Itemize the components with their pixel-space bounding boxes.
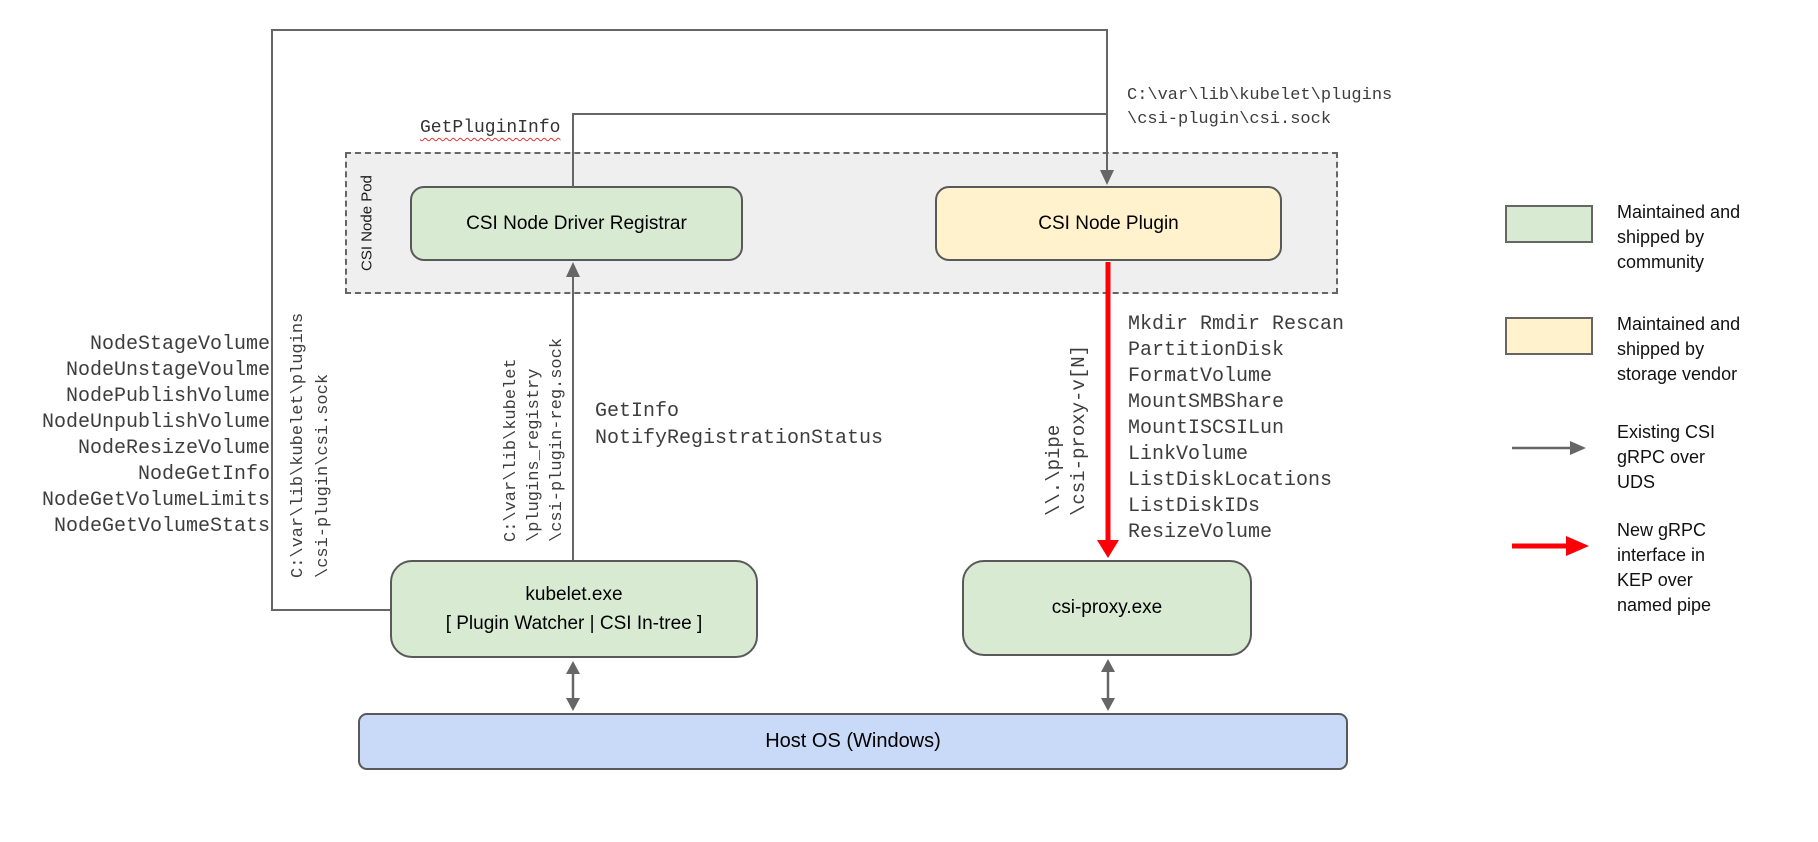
up-arrowhead-icon xyxy=(1101,659,1115,672)
registration-sock-path-vertical-label: C:\var\lib\kubelet \plugins_registry \cs… xyxy=(502,337,567,542)
legend-vendor-label: Maintained and shipped by storage vendor xyxy=(1617,314,1741,384)
legend-existing-grpc-label: Existing CSI gRPC over UDS xyxy=(1617,422,1716,492)
named-pipe-arrowhead-icon xyxy=(1097,540,1119,558)
csi-proxy-label: csi-proxy.exe xyxy=(1051,597,1163,618)
csi-sock-path-vertical-label: C:\var\lib\kubelet\plugins \csi-plugin\c… xyxy=(289,312,333,578)
down-arrowhead-icon xyxy=(566,698,580,711)
down-arrowhead-icon xyxy=(1101,698,1115,711)
node-rpc-call-list: NodeStageVolume NodeUnstageVoulme NodePu… xyxy=(41,333,270,538)
kubelet-label: kubelet.exe [ Plugin Watcher | CSI In-tr… xyxy=(445,584,703,634)
legend-red-arrowhead-icon xyxy=(1566,536,1589,556)
named-pipe-path-vertical-label: \\.\pipe \csi-proxy-v[N] xyxy=(1043,344,1090,516)
host-os-label: Host OS (Windows) xyxy=(765,730,941,752)
up-arrowhead-icon xyxy=(566,661,580,674)
proxy-rpc-call-list: Mkdir Rmdir Rescan PartitionDisk FormatV… xyxy=(1128,313,1345,544)
kubelet-box: kubelet.exe [ Plugin Watcher | CSI In-tr… xyxy=(390,560,758,658)
csi-node-pod-label: CSI Node Pod xyxy=(358,175,376,271)
legend-community-label: Maintained and shipped by community xyxy=(1617,202,1741,272)
legend-community-swatch xyxy=(1505,205,1593,243)
legend-new-grpc-label: New gRPC interface in KEP over named pip… xyxy=(1617,520,1712,615)
csi-node-plugin-label: CSI Node Plugin xyxy=(1038,212,1179,234)
csi-proxy-box: csi-proxy.exe xyxy=(962,560,1252,656)
registration-rpc-call-list: GetInfo NotifyRegistrationStatus xyxy=(595,400,884,450)
host-os-box: Host OS (Windows) xyxy=(358,713,1348,770)
csi-node-plugin-box: CSI Node Plugin xyxy=(935,186,1282,261)
kubelet-to-plugin-connector xyxy=(271,29,1108,611)
get-plugin-info-label: GetPluginInfo xyxy=(420,118,561,138)
csi-node-driver-registrar-label: CSI Node Driver Registrar xyxy=(466,212,687,234)
csi-node-driver-registrar-box: CSI Node Driver Registrar xyxy=(410,186,743,261)
csi-sock-path-label: C:\var\lib\kubelet\plugins \csi-plugin\c… xyxy=(1127,86,1393,129)
legend-gray-arrowhead-icon xyxy=(1570,441,1586,455)
legend-vendor-swatch xyxy=(1505,317,1593,355)
